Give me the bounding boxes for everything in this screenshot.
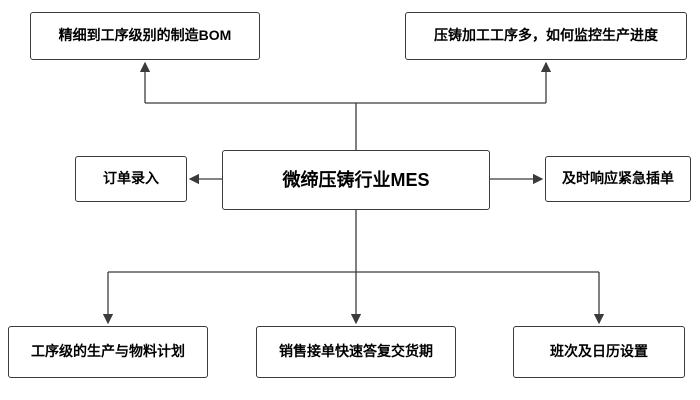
node-label: 工序级的生产与物料计划 bbox=[31, 343, 185, 360]
connector-bottom-bus bbox=[108, 210, 599, 273]
node-monitor-production-progress: 压铸加工工序多，如何监控生产进度 bbox=[405, 12, 687, 60]
node-label: 订单录入 bbox=[103, 170, 159, 187]
node-order-entry: 订单录入 bbox=[75, 156, 187, 202]
node-label: 微缔压铸行业MES bbox=[282, 169, 430, 190]
node-label: 班次及日历设置 bbox=[550, 343, 648, 360]
node-manufacturing-bom: 精细到工序级别的制造BOM bbox=[30, 12, 260, 60]
node-center-mes: 微缔压铸行业MES bbox=[222, 150, 490, 210]
node-production-material-plan: 工序级的生产与物料计划 bbox=[8, 326, 208, 378]
node-shift-calendar-settings: 班次及日历设置 bbox=[513, 326, 685, 378]
node-label: 销售接单快速答复交货期 bbox=[279, 343, 433, 360]
node-label: 精细到工序级别的制造BOM bbox=[58, 27, 232, 44]
node-label: 及时响应紧急插单 bbox=[562, 170, 674, 187]
connector-top-bus bbox=[145, 102, 546, 150]
node-urgent-order-response: 及时响应紧急插单 bbox=[545, 156, 691, 202]
node-sales-delivery-reply: 销售接单快速答复交货期 bbox=[256, 326, 456, 378]
node-label: 压铸加工工序多，如何监控生产进度 bbox=[434, 27, 658, 44]
